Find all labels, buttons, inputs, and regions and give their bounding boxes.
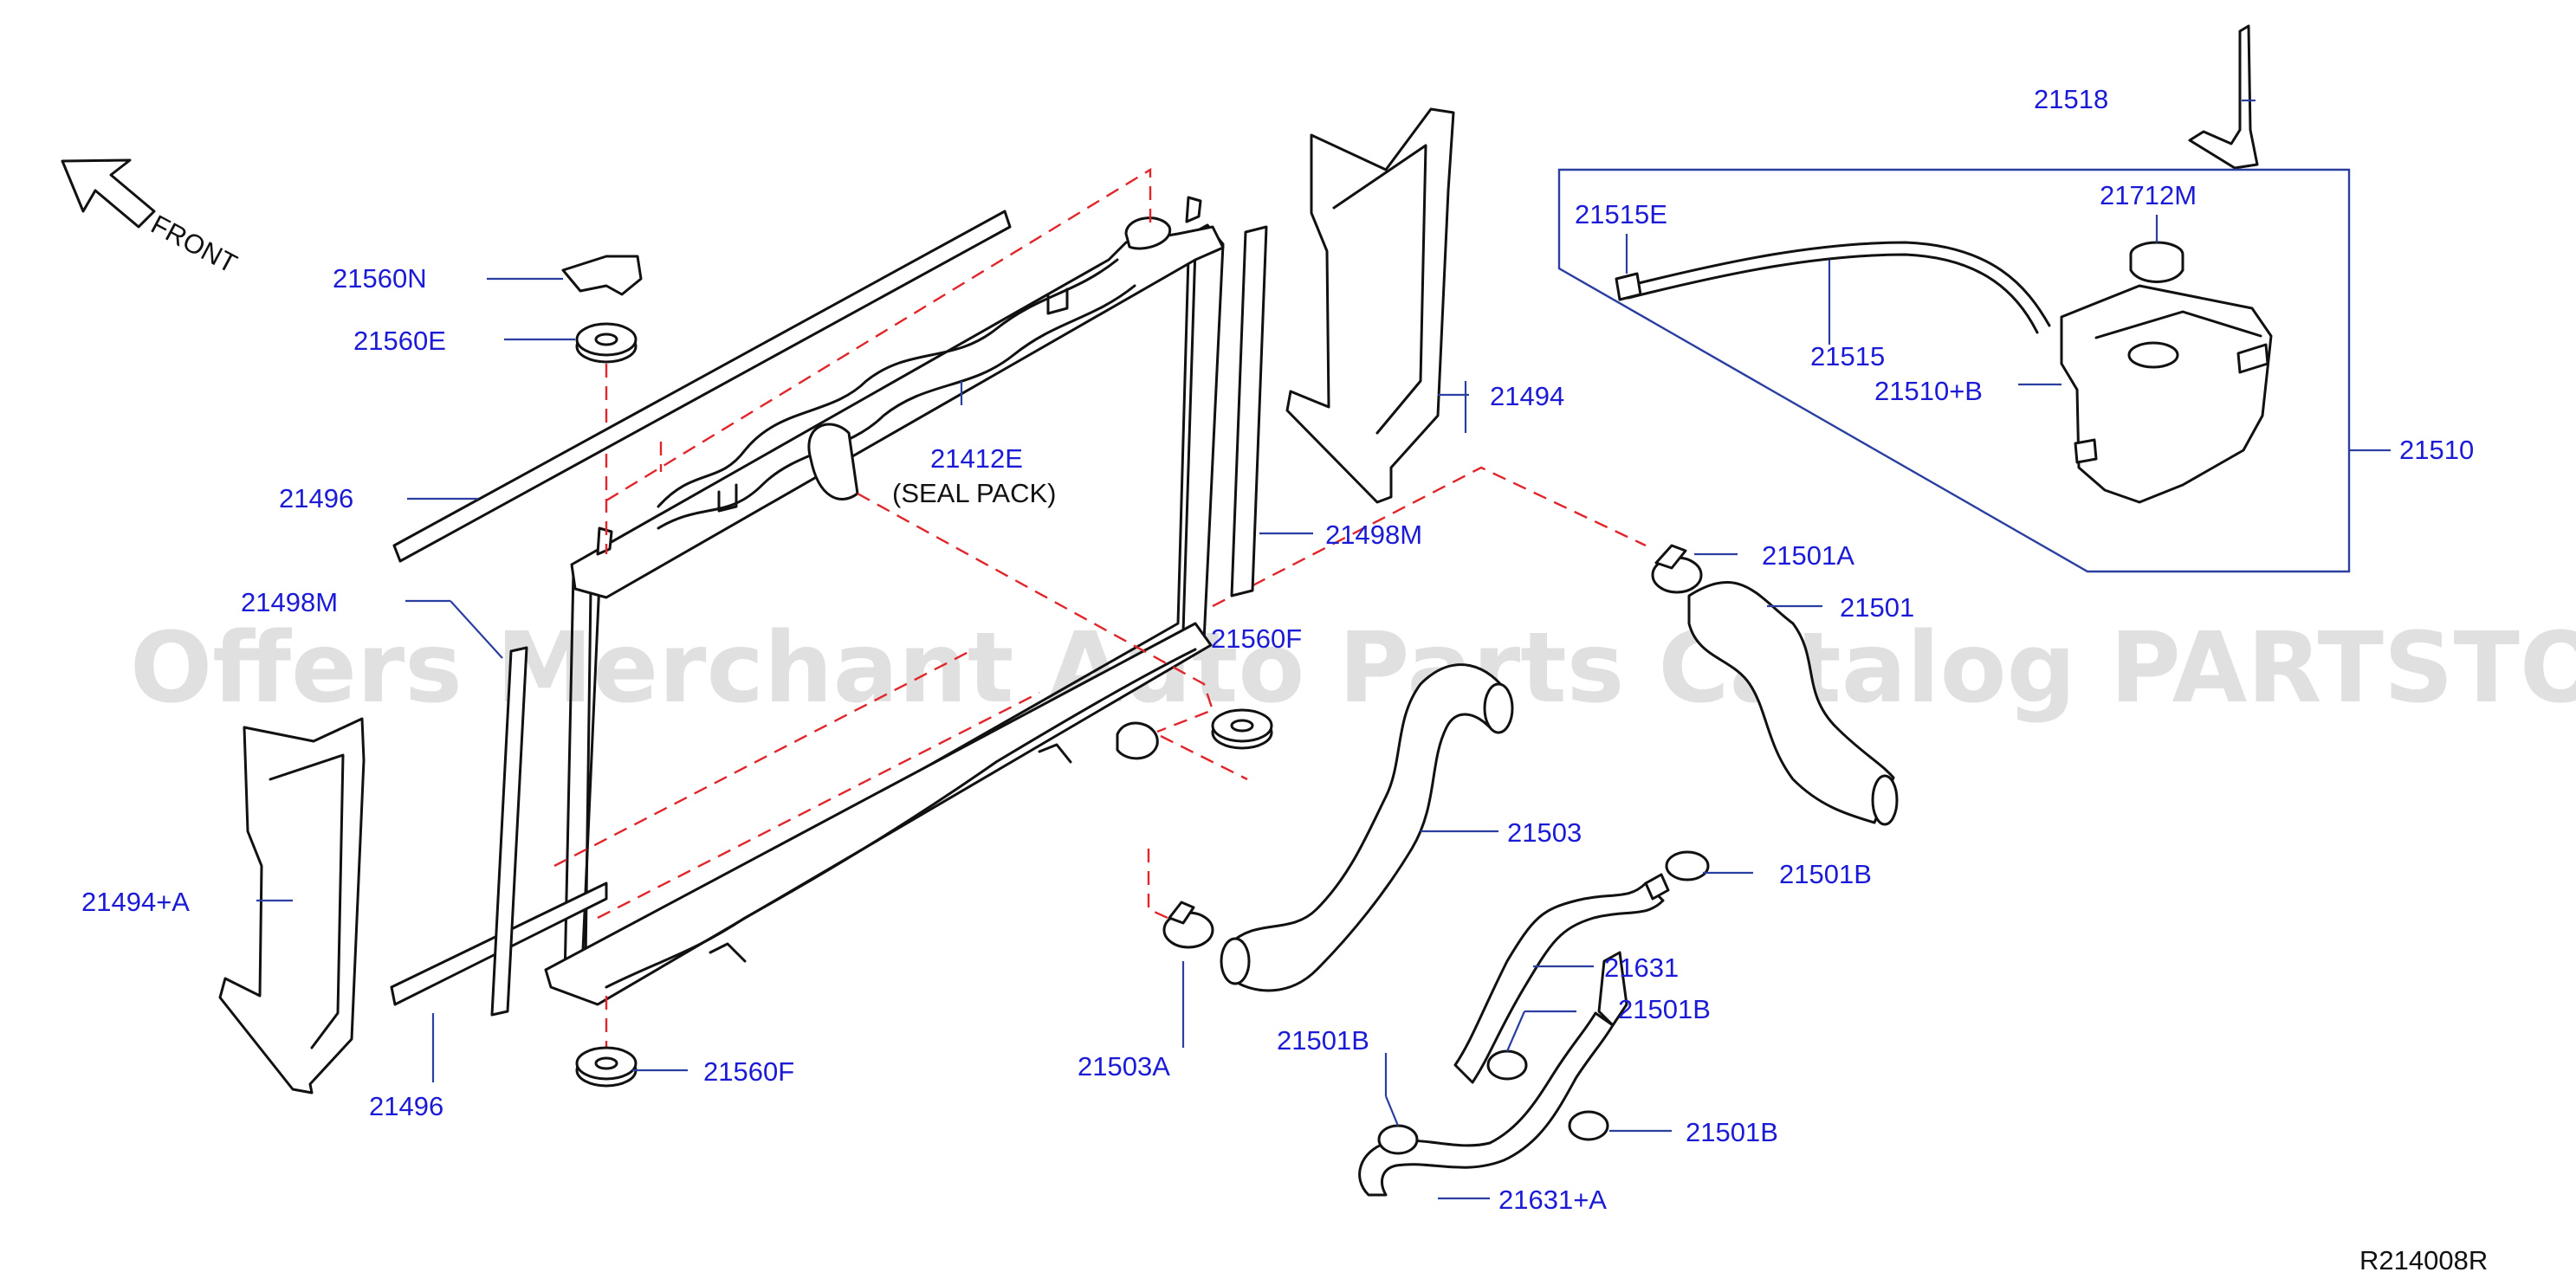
label-seal-pack: (SEAL PACK) bbox=[892, 478, 1057, 508]
label-21496-bottom: 21496 bbox=[369, 1091, 443, 1121]
reservoir-bracket bbox=[2188, 24, 2259, 170]
label-21494A: 21494+A bbox=[81, 887, 190, 917]
radiator-core bbox=[544, 196, 1225, 1006]
air-guide-left bbox=[218, 717, 366, 1095]
mount-rubber-upper bbox=[575, 322, 638, 364]
label-21501: 21501 bbox=[1840, 592, 1914, 623]
label-21503A: 21503A bbox=[1078, 1051, 1170, 1082]
label-21560N: 21560N bbox=[333, 263, 427, 294]
label-21518: 21518 bbox=[2034, 84, 2108, 114]
reservoir-cap bbox=[2129, 241, 2184, 283]
label-21560F-bottom: 21560F bbox=[703, 1056, 794, 1087]
label-21501B-4: 21501B bbox=[1686, 1117, 1778, 1147]
hose-clamp-21501B-b bbox=[1486, 1049, 1528, 1081]
mount-rubber-lower bbox=[575, 1046, 638, 1088]
label-21501B-1: 21501B bbox=[1779, 859, 1872, 889]
mount-clip-upper bbox=[561, 255, 643, 296]
label-21501B-2: 21501B bbox=[1618, 994, 1711, 1024]
label-21510: 21510 bbox=[2399, 435, 2474, 465]
watermark-text: Offers Merchant Auto Parts Catalog PARTS… bbox=[130, 612, 2576, 725]
label-21494: 21494 bbox=[1490, 381, 1564, 411]
air-guide-right bbox=[1285, 107, 1455, 504]
oil-cooler-hose-21631A bbox=[1358, 1011, 1615, 1197]
dashed-guide-lines bbox=[553, 167, 1647, 1056]
hose-clamp-21501B-c bbox=[1568, 1110, 1609, 1141]
oil-cooler-hose-21631 bbox=[1453, 881, 1665, 1084]
air-seal-strip-upper bbox=[392, 210, 1012, 563]
label-21498M-left: 21498M bbox=[241, 587, 338, 617]
side-seal-right bbox=[1230, 225, 1268, 597]
hose-clamp-21501A bbox=[1651, 544, 1703, 594]
label-21501A: 21501A bbox=[1762, 540, 1854, 571]
hose-clamp-21501B-a bbox=[1377, 1124, 1419, 1155]
label-21412E: 21412E bbox=[930, 443, 1023, 474]
reservoir-tank bbox=[2060, 284, 2273, 504]
label-21496-top: 21496 bbox=[279, 483, 353, 513]
label-21631A: 21631+A bbox=[1498, 1185, 1607, 1215]
reservoir-group-frame bbox=[1557, 168, 2351, 573]
label-21712M: 21712M bbox=[2100, 180, 2197, 210]
side-seal-left bbox=[490, 646, 528, 1017]
label-21501B-3: 21501B bbox=[1277, 1025, 1369, 1056]
hose-end-fitting bbox=[1597, 951, 1628, 1027]
label-21503: 21503 bbox=[1507, 817, 1582, 848]
front-direction-label: FRONT bbox=[146, 209, 243, 279]
label-21498M-right: 21498M bbox=[1325, 520, 1422, 550]
label-21515E: 21515E bbox=[1575, 199, 1667, 229]
front-direction-arrow-icon bbox=[61, 158, 156, 229]
upper-radiator-hose bbox=[1687, 581, 1895, 824]
drawing-number: R214008R bbox=[2359, 1245, 2488, 1275]
label-21510B: 21510+B bbox=[1874, 376, 1983, 406]
leader-lines bbox=[256, 99, 2391, 1200]
hose-clip-21515E bbox=[1615, 272, 1642, 301]
label-21515: 21515 bbox=[1810, 341, 1885, 371]
hose-clamp-21503A bbox=[1162, 901, 1214, 949]
overflow-hose bbox=[1627, 241, 2051, 327]
label-21560F-middle: 21560F bbox=[1211, 623, 1302, 654]
label-21560E: 21560E bbox=[353, 326, 446, 356]
mount-rubber-middle bbox=[1211, 708, 1273, 750]
label-21631: 21631 bbox=[1604, 952, 1679, 983]
